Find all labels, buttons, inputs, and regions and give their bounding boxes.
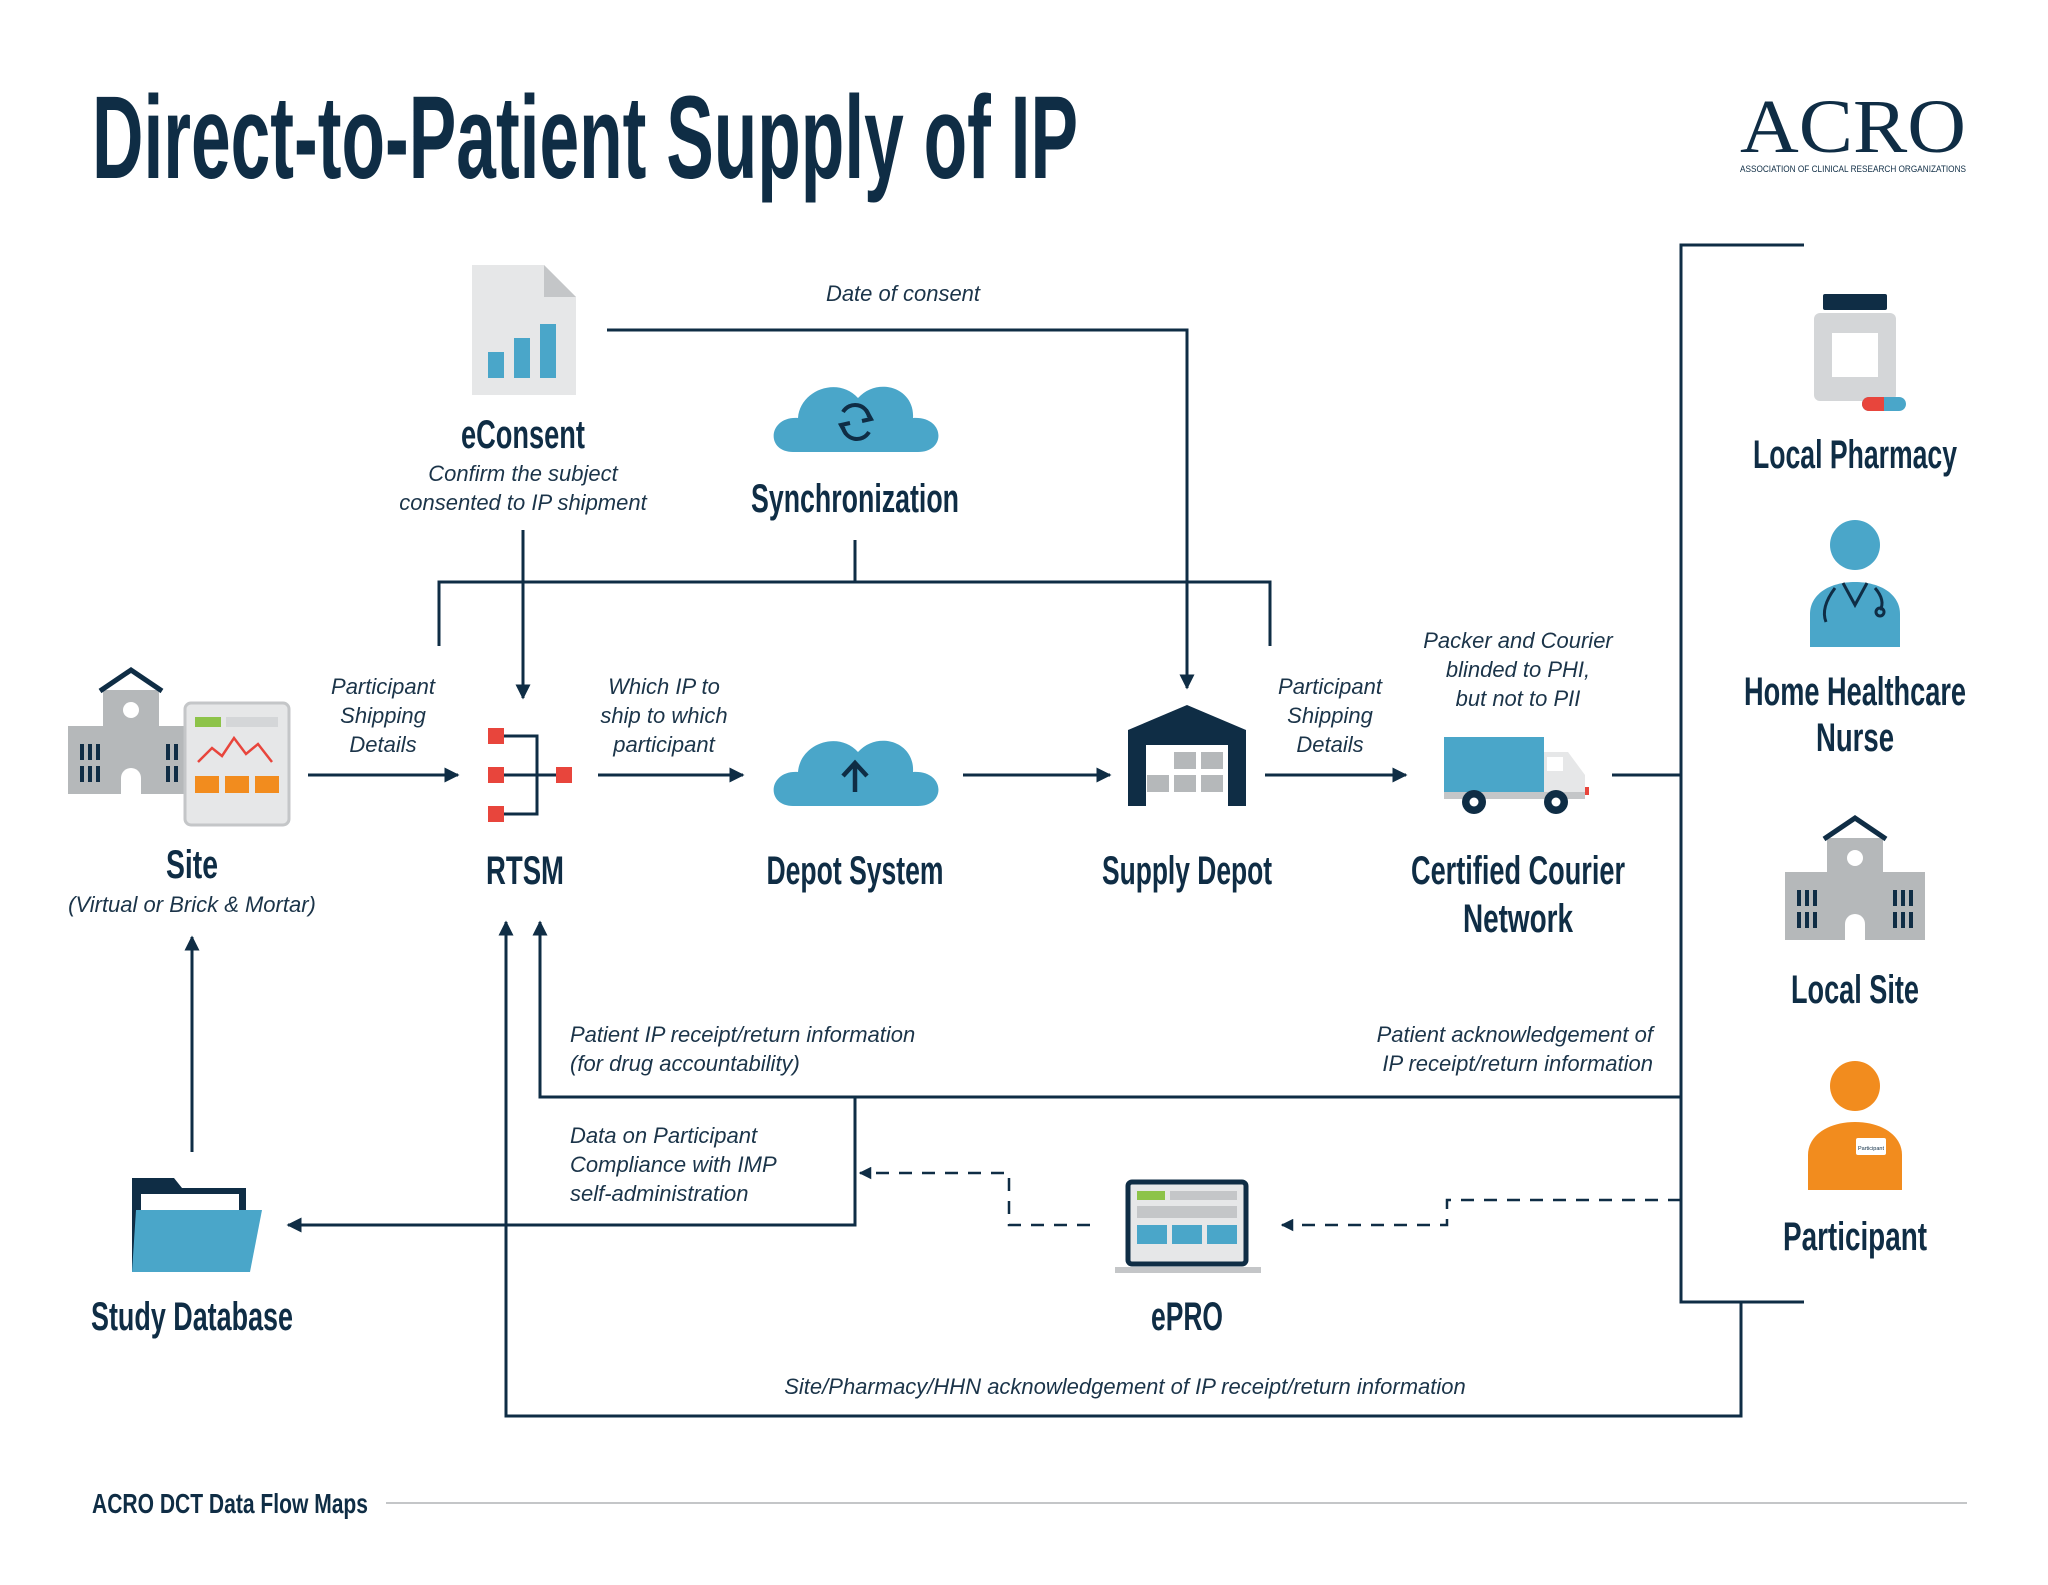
pill-bottle-icon — [1814, 294, 1906, 411]
anno-site-pharmacy-ack: Site/Pharmacy/HHN acknowledgement of IP … — [784, 1374, 1465, 1399]
anno-which-ip: Which IP to ship to which participant — [600, 674, 727, 757]
warehouse-icon — [1128, 705, 1246, 806]
delivery-truck-icon — [1444, 737, 1589, 814]
anno-compliance: Data on Participant Compliance with IMP … — [570, 1123, 777, 1206]
edge-epro-compliance — [858, 1166, 1090, 1227]
logo-subtitle: ASSOCIATION OF CLINICAL RESEARCH ORGANIZ… — [1740, 164, 1966, 174]
svg-text:Packer and Courier: Packer and Courier — [1423, 628, 1614, 653]
hhn-label-1: Home Healthcare — [1744, 670, 1966, 714]
local-pharmacy-label: Local Pharmacy — [1753, 433, 1957, 477]
node-local-pharmacy: Local Pharmacy — [1753, 294, 1957, 477]
supply-depot-label: Supply Depot — [1102, 849, 1272, 893]
node-sync: Synchronization — [751, 386, 959, 521]
study-db-label: Study Database — [91, 1295, 293, 1339]
node-econsent: eConsent Confirm the subject consented t… — [399, 265, 648, 515]
site-label: Site — [166, 843, 218, 887]
svg-text:IP receipt/return information: IP receipt/return information — [1382, 1051, 1653, 1076]
edge-participant-epro — [1280, 1198, 1681, 1232]
svg-text:Participant: Participant — [1278, 674, 1383, 699]
courier-label-1: Certified Courier — [1411, 849, 1625, 893]
node-rtsm: RTSM — [486, 728, 572, 893]
site-sub: (Virtual or Brick & Mortar) — [68, 892, 316, 917]
econsent-label: eConsent — [461, 413, 585, 457]
footer-label: ACRO DCT Data Flow Maps — [92, 1488, 368, 1519]
edge-site-ack-rtsm — [498, 920, 1743, 1418]
svg-text:participant: participant — [612, 732, 715, 757]
svg-text:(for drug accountability): (for drug accountability) — [570, 1051, 800, 1076]
svg-text:Patient IP receipt/return info: Patient IP receipt/return information — [570, 1022, 915, 1047]
sync-label: Synchronization — [751, 477, 959, 521]
anno-patient-ack: Patient acknowledgement of IP receipt/re… — [1377, 1022, 1656, 1076]
local-site-label: Local Site — [1791, 968, 1919, 1012]
econsent-sub-2: consented to IP shipment — [399, 490, 647, 515]
folder-icon — [132, 1178, 262, 1272]
svg-text:but not to PII: but not to PII — [1456, 686, 1581, 711]
svg-text:Details: Details — [349, 732, 416, 757]
anno-packer-courier: Packer and Courier blinded to PHI, but n… — [1423, 628, 1614, 711]
edge-date-of-consent — [607, 328, 1195, 690]
anno-patient-receipt: Patient IP receipt/return information (f… — [570, 1022, 915, 1076]
hhn-label-2: Nurse — [1816, 716, 1894, 760]
laptop-icon — [1115, 1179, 1261, 1273]
econsent-sub-1: Confirm the subject — [428, 461, 618, 486]
node-site: Site (Virtual or Brick & Mortar) — [68, 666, 316, 917]
connectors — [184, 243, 1804, 1418]
edge-patient-receipt-rtsm — [532, 920, 1681, 1099]
svg-text:Data on Participant: Data on Participant — [570, 1123, 758, 1148]
node-local-site: Local Site — [1785, 814, 1925, 1012]
participant-badge: Participant — [1858, 1146, 1884, 1152]
edge-compliance-study-db — [286, 1097, 857, 1233]
anno-date-of-consent: Date of consent — [826, 281, 981, 306]
svg-text:Compliance with IMP: Compliance with IMP — [570, 1152, 777, 1177]
svg-text:Shipping: Shipping — [340, 703, 426, 728]
nurse-icon — [1810, 520, 1900, 647]
svg-text:Details: Details — [1296, 732, 1363, 757]
node-hhn: Home Healthcare Nurse — [1744, 520, 1966, 760]
logo-wordmark: ACRO — [1740, 85, 1966, 169]
rtsm-label: RTSM — [486, 849, 564, 893]
cloud-sync-icon — [773, 386, 939, 452]
depot-system-label: Depot System — [767, 849, 944, 893]
svg-text:self-administration: self-administration — [570, 1181, 749, 1206]
network-tree-icon — [488, 728, 572, 822]
edge-sync-bracket — [437, 580, 1272, 646]
participant-icon: Participant — [1808, 1061, 1902, 1190]
svg-text:Shipping: Shipping — [1287, 703, 1373, 728]
anno-site-shipping: Participant Shipping Details — [331, 674, 436, 757]
svg-text:Patient acknowledgement of: Patient acknowledgement of — [1377, 1022, 1656, 1047]
footer: ACRO DCT Data Flow Maps — [92, 1488, 1967, 1519]
svg-text:Which IP to: Which IP to — [608, 674, 720, 699]
node-courier: Certified Courier Network — [1411, 737, 1625, 941]
document-chart-icon — [472, 265, 576, 395]
hospital-icon — [1785, 814, 1925, 940]
node-participant: Participant Participant — [1783, 1061, 1927, 1259]
acro-logo: ACRO ASSOCIATION OF CLINICAL RESEARCH OR… — [1740, 85, 1966, 174]
node-depot-system: Depot System — [767, 740, 944, 893]
epro-label: ePRO — [1151, 1295, 1223, 1339]
node-study-db: Study Database — [91, 1178, 293, 1339]
hospital-dashboard-icon — [68, 666, 291, 827]
anno-depot-shipping: Participant Shipping Details — [1278, 674, 1383, 757]
svg-text:blinded to PHI,: blinded to PHI, — [1446, 657, 1590, 682]
svg-text:ship to which: ship to which — [600, 703, 727, 728]
courier-label-2: Network — [1463, 897, 1574, 941]
svg-text:Participant: Participant — [331, 674, 436, 699]
page-title: Direct-to-Patient Supply of IP — [92, 72, 1078, 204]
node-supply-depot: Supply Depot — [1102, 705, 1272, 893]
node-epro: ePRO — [1115, 1179, 1261, 1339]
cloud-upload-icon — [773, 740, 939, 806]
participant-label: Participant — [1783, 1215, 1927, 1259]
recipient-bracket — [1679, 243, 1804, 1304]
